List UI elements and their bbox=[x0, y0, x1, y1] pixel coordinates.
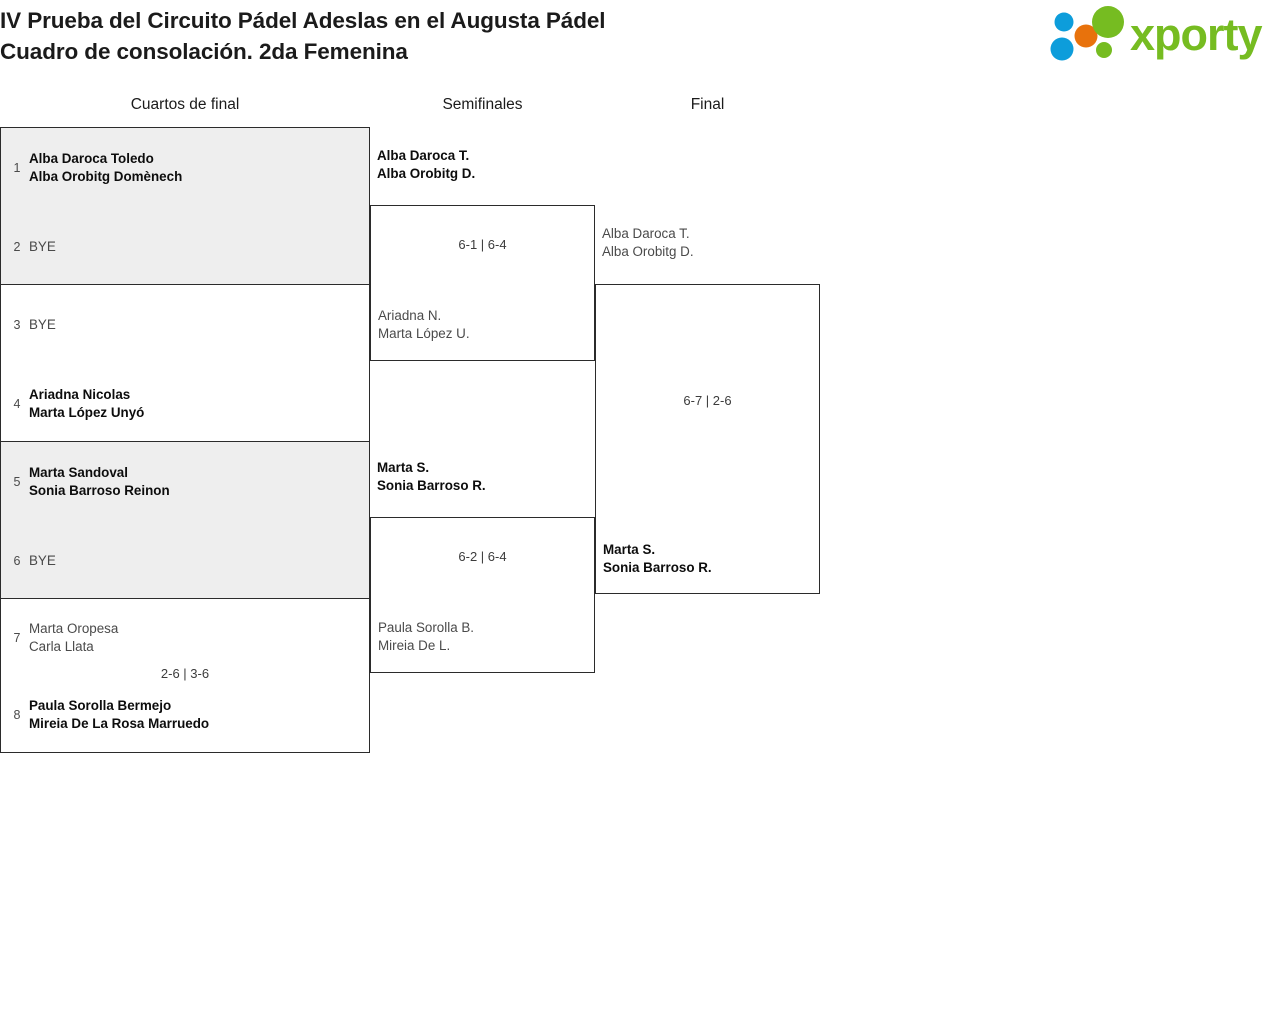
team-name: Alba Daroca T. Alba Orobitg D. bbox=[602, 225, 694, 261]
match-slot-top[interactable]: 1 Alba Daroca Toledo Alba Orobitg Domène… bbox=[1, 128, 183, 207]
team-name: Ariadna N. Marta López U. bbox=[378, 307, 470, 343]
match-quarterfinal-4[interactable]: 7 Marta Oropesa Carla Llata 8 Paula Soro… bbox=[0, 598, 370, 753]
player-1: Ariadna N. bbox=[378, 308, 442, 323]
team-name: Alba Daroca T. Alba Orobitg D. bbox=[377, 147, 475, 183]
match-slot-bottom[interactable]: Ariadna N. Marta López U. bbox=[371, 295, 470, 355]
player-2: Alba Orobitg Domènech bbox=[29, 168, 183, 184]
match-slot-bottom[interactable]: 4 Ariadna Nicolas Marta López Unyó bbox=[1, 364, 145, 443]
player-2: Mireia De La Rosa Marruedo bbox=[29, 716, 210, 731]
player-1: Alba Daroca T. bbox=[377, 148, 470, 163]
seed-number: 5 bbox=[13, 474, 21, 489]
match-slot-bottom[interactable]: 2 BYE bbox=[1, 207, 56, 286]
semifinal-2-top-team[interactable]: Marta S. Sonia Barroso R. bbox=[370, 452, 595, 502]
logo-wordmark: xporty bbox=[1130, 9, 1263, 60]
player-1: Alba Daroca Toledo bbox=[29, 150, 154, 166]
match-semifinal-2[interactable]: 6-2 | 6-4 Paula Sorolla B. Mireia De L. bbox=[370, 517, 595, 673]
team-name: Marta S. Sonia Barroso R. bbox=[603, 541, 712, 577]
player-2: Marta López Unyó bbox=[29, 404, 145, 420]
player-1: Alba Daroca T. bbox=[602, 226, 690, 241]
match-slot-bottom[interactable]: Paula Sorolla B. Mireia De L. bbox=[371, 607, 474, 667]
match-slot-top[interactable]: 5 Marta Sandoval Sonia Barroso Reinon bbox=[1, 442, 170, 521]
logo-dot-blue-top bbox=[1054, 12, 1074, 32]
logo-dot-green-large bbox=[1092, 6, 1124, 38]
team-name: Ariadna Nicolas Marta López Unyó bbox=[26, 386, 144, 422]
seed-number: 2 bbox=[13, 239, 21, 254]
player-2: Mireia De L. bbox=[378, 638, 451, 653]
page-header: IV Prueba del Circuito Pádel Adeslas en … bbox=[0, 0, 1280, 90]
match-semifinal-1[interactable]: 6-1 | 6-4 Ariadna N. Marta López U. bbox=[370, 205, 595, 361]
xporty-logo[interactable]: xporty bbox=[1042, 4, 1278, 64]
team-name: BYE bbox=[26, 316, 56, 334]
logo-dot-orange bbox=[1074, 24, 1098, 48]
player-1: BYE bbox=[29, 316, 56, 332]
match-slot-top[interactable]: 3 BYE bbox=[1, 285, 56, 364]
seed-number: 4 bbox=[13, 396, 21, 411]
team-name: BYE bbox=[26, 552, 56, 570]
round-header-quarterfinals: Cuartos de final bbox=[130, 96, 240, 113]
team-name: Alba Daroca Toledo Alba Orobitg Domènech bbox=[26, 150, 182, 186]
xporty-logo-svg: xporty bbox=[1050, 6, 1264, 61]
seed-number: 7 bbox=[13, 630, 21, 645]
match-score-quarterfinal-4: 2-6 | 3-6 bbox=[160, 666, 210, 681]
seed-number: 1 bbox=[13, 160, 21, 175]
player-1: Ariadna Nicolas bbox=[29, 386, 131, 402]
match-slot-bottom[interactable]: 6 BYE bbox=[1, 521, 56, 600]
player-2: Sonia Barroso R. bbox=[377, 478, 486, 493]
team-name: BYE bbox=[26, 238, 56, 256]
match-slot-bottom[interactable]: 8 Paula Sorolla Bermejo Mireia De La Ros… bbox=[1, 676, 210, 754]
match-final[interactable]: 6-7 | 2-6 Marta S. Sonia Barroso R. bbox=[595, 284, 820, 594]
match-score-semifinal-1: 6-1 | 6-4 bbox=[458, 237, 507, 252]
player-1: Paula Sorolla Bermejo bbox=[29, 698, 172, 713]
seed-number: 6 bbox=[13, 553, 21, 568]
match-quarterfinal-3[interactable]: 5 Marta Sandoval Sonia Barroso Reinon 6 … bbox=[0, 441, 370, 599]
seed-number: 3 bbox=[13, 317, 21, 332]
match-score-final: 6-7 | 2-6 bbox=[683, 393, 732, 408]
title-line-1: IV Prueba del Circuito Pádel Adeslas en … bbox=[0, 8, 606, 33]
title-line-2: Cuadro de consolación. 2da Femenina bbox=[0, 39, 408, 64]
semifinal-1-top-team[interactable]: Alba Daroca T. Alba Orobitg D. bbox=[370, 140, 595, 190]
logo-dot-green-small bbox=[1096, 42, 1112, 58]
seed-number: 8 bbox=[13, 708, 21, 722]
player-1: Marta Sandoval bbox=[29, 464, 128, 480]
team-name: Paula Sorolla B. Mireia De L. bbox=[378, 619, 474, 655]
player-1: Paula Sorolla B. bbox=[378, 620, 475, 635]
player-2: Sonia Barroso Reinon bbox=[29, 482, 170, 498]
team-name: Paula Sorolla Bermejo Mireia De La Rosa … bbox=[26, 697, 209, 733]
final-top-team[interactable]: Alba Daroca T. Alba Orobitg D. bbox=[595, 218, 820, 268]
team-name: Marta Oropesa Carla Llata bbox=[26, 620, 118, 656]
match-quarterfinal-1[interactable]: 1 Alba Daroca Toledo Alba Orobitg Domène… bbox=[0, 127, 370, 285]
page-title: IV Prueba del Circuito Pádel Adeslas en … bbox=[0, 5, 900, 67]
team-name: Marta S. Sonia Barroso R. bbox=[377, 459, 486, 495]
team-name: Marta Sandoval Sonia Barroso Reinon bbox=[26, 464, 170, 500]
match-score-semifinal-2: 6-2 | 6-4 bbox=[458, 549, 507, 564]
player-2: Carla Llata bbox=[29, 638, 94, 654]
player-1: Marta Oropesa bbox=[29, 620, 119, 636]
round-header-semifinals: Semifinales bbox=[442, 96, 523, 113]
player-1: BYE bbox=[29, 238, 56, 254]
player-2: Alba Orobitg D. bbox=[377, 166, 476, 181]
player-1: BYE bbox=[29, 552, 56, 568]
match-slot-bottom[interactable]: Marta S. Sonia Barroso R. bbox=[596, 529, 712, 589]
player-2: Sonia Barroso R. bbox=[603, 560, 712, 575]
player-1: Marta S. bbox=[603, 542, 656, 557]
player-1: Marta S. bbox=[377, 460, 430, 475]
round-header-final: Final bbox=[690, 96, 725, 113]
player-2: Marta López U. bbox=[378, 326, 470, 341]
match-slot-top[interactable]: 7 Marta Oropesa Carla Llata bbox=[1, 599, 119, 676]
logo-dot-blue-bottom bbox=[1050, 37, 1074, 61]
match-quarterfinal-2[interactable]: 3 BYE 4 Ariadna Nicolas Marta López Unyó bbox=[0, 284, 370, 442]
player-2: Alba Orobitg D. bbox=[602, 244, 694, 259]
